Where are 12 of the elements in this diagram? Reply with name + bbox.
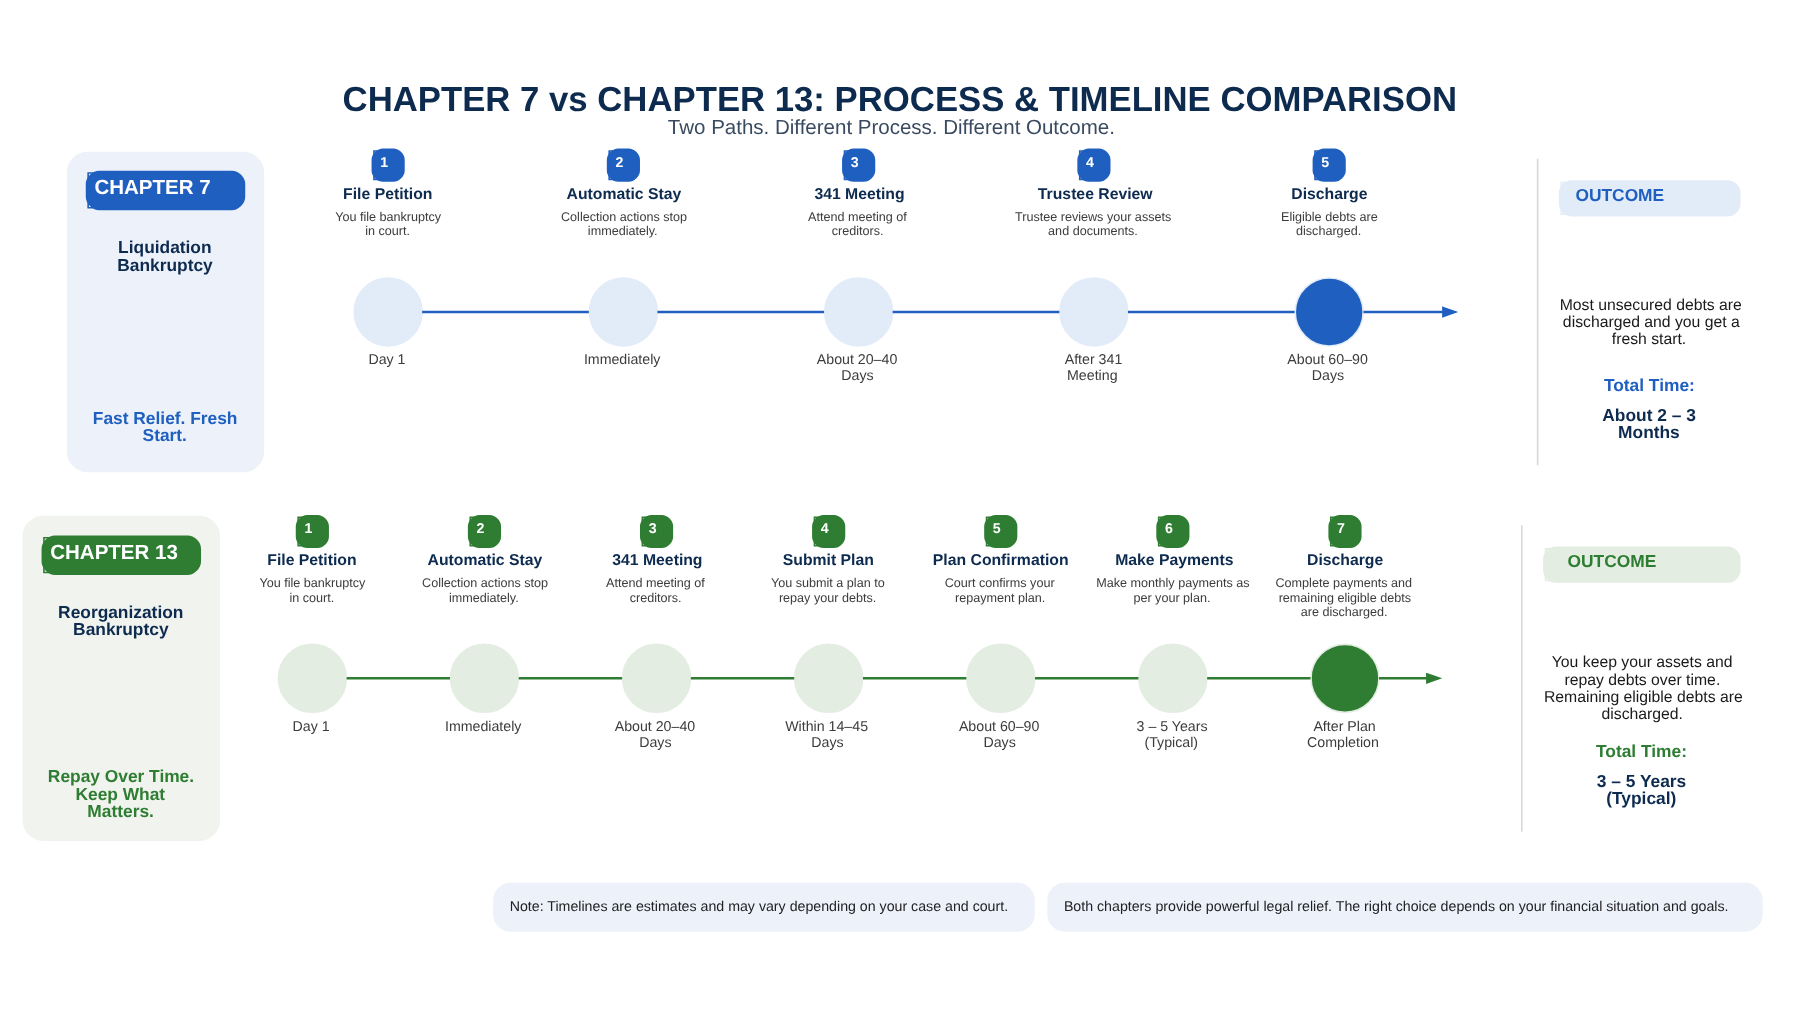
- caption: Two Paths. Different Process. Different Outcome.: [667, 117, 1115, 140]
- node-label: Plan Confirmation: [932, 550, 1069, 569]
- node-label: 341 Meeting: [814, 184, 905, 203]
- node-label: Make Payments: [1115, 550, 1234, 569]
- node-label: Submit Plan: [782, 550, 874, 569]
- node-label: File Petition: [343, 184, 433, 203]
- node-label: Automatic Stay: [427, 550, 543, 569]
- diagram-title: CHAPTER 7 vs CHAPTER 13: PROCESS & TIMELINE COMPARISON: [342, 77, 1458, 118]
- node-label: File Petition: [267, 550, 357, 569]
- node-label: 341 Meeting: [612, 550, 703, 569]
- node-label: Automatic Stay: [566, 184, 682, 203]
- node-label: Trustee Review: [1037, 184, 1153, 203]
